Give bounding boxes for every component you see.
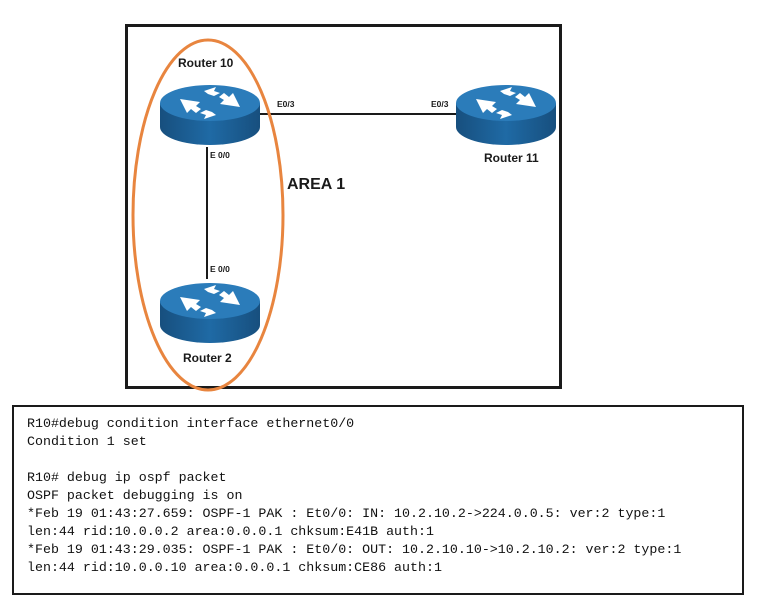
router-11-icon bbox=[456, 85, 556, 145]
console-output: R10#debug condition interface ethernet0/… bbox=[12, 405, 744, 595]
port-label-r10-e00: E 0/0 bbox=[210, 150, 230, 160]
router-10-icon bbox=[160, 85, 260, 145]
console-command: R10# debug ip ospf packet bbox=[27, 470, 227, 485]
console-command: R10#debug condition interface ethernet0/… bbox=[27, 416, 355, 431]
area-label: AREA 1 bbox=[287, 176, 345, 193]
port-label-r11-e03: E0/3 bbox=[431, 99, 449, 109]
console-log-line: *Feb 19 01:43:27.659: OSPF-1 PAK : Et0/0… bbox=[27, 506, 666, 521]
router-2-label: Router 2 bbox=[183, 351, 232, 365]
topology-canvas: Router 10 Router 11 Router 2 E0/3 E0/3 E… bbox=[131, 38, 556, 392]
port-label-r2-e00: E 0/0 bbox=[210, 264, 230, 274]
console-log-line: len:44 rid:10.0.0.2 area:0.0.0.1 chksum:… bbox=[27, 524, 434, 539]
router-10-label: Router 10 bbox=[178, 56, 234, 70]
console-log-line: len:44 rid:10.0.0.10 area:0.0.0.1 chksum… bbox=[27, 560, 442, 575]
console-blank-line bbox=[27, 451, 742, 469]
topology-diagram: Router 10 Router 11 Router 2 E0/3 E0/3 E… bbox=[125, 24, 562, 392]
area-1-outline bbox=[131, 38, 285, 392]
router-11-label: Router 11 bbox=[484, 151, 539, 165]
port-label-r10-e03: E0/3 bbox=[277, 99, 295, 109]
console-output-line: OSPF packet debugging is on bbox=[27, 488, 243, 503]
router-2-icon bbox=[160, 283, 260, 343]
console-output-line: Condition 1 set bbox=[27, 434, 147, 449]
console-log-line: *Feb 19 01:43:29.035: OSPF-1 PAK : Et0/0… bbox=[27, 542, 682, 557]
